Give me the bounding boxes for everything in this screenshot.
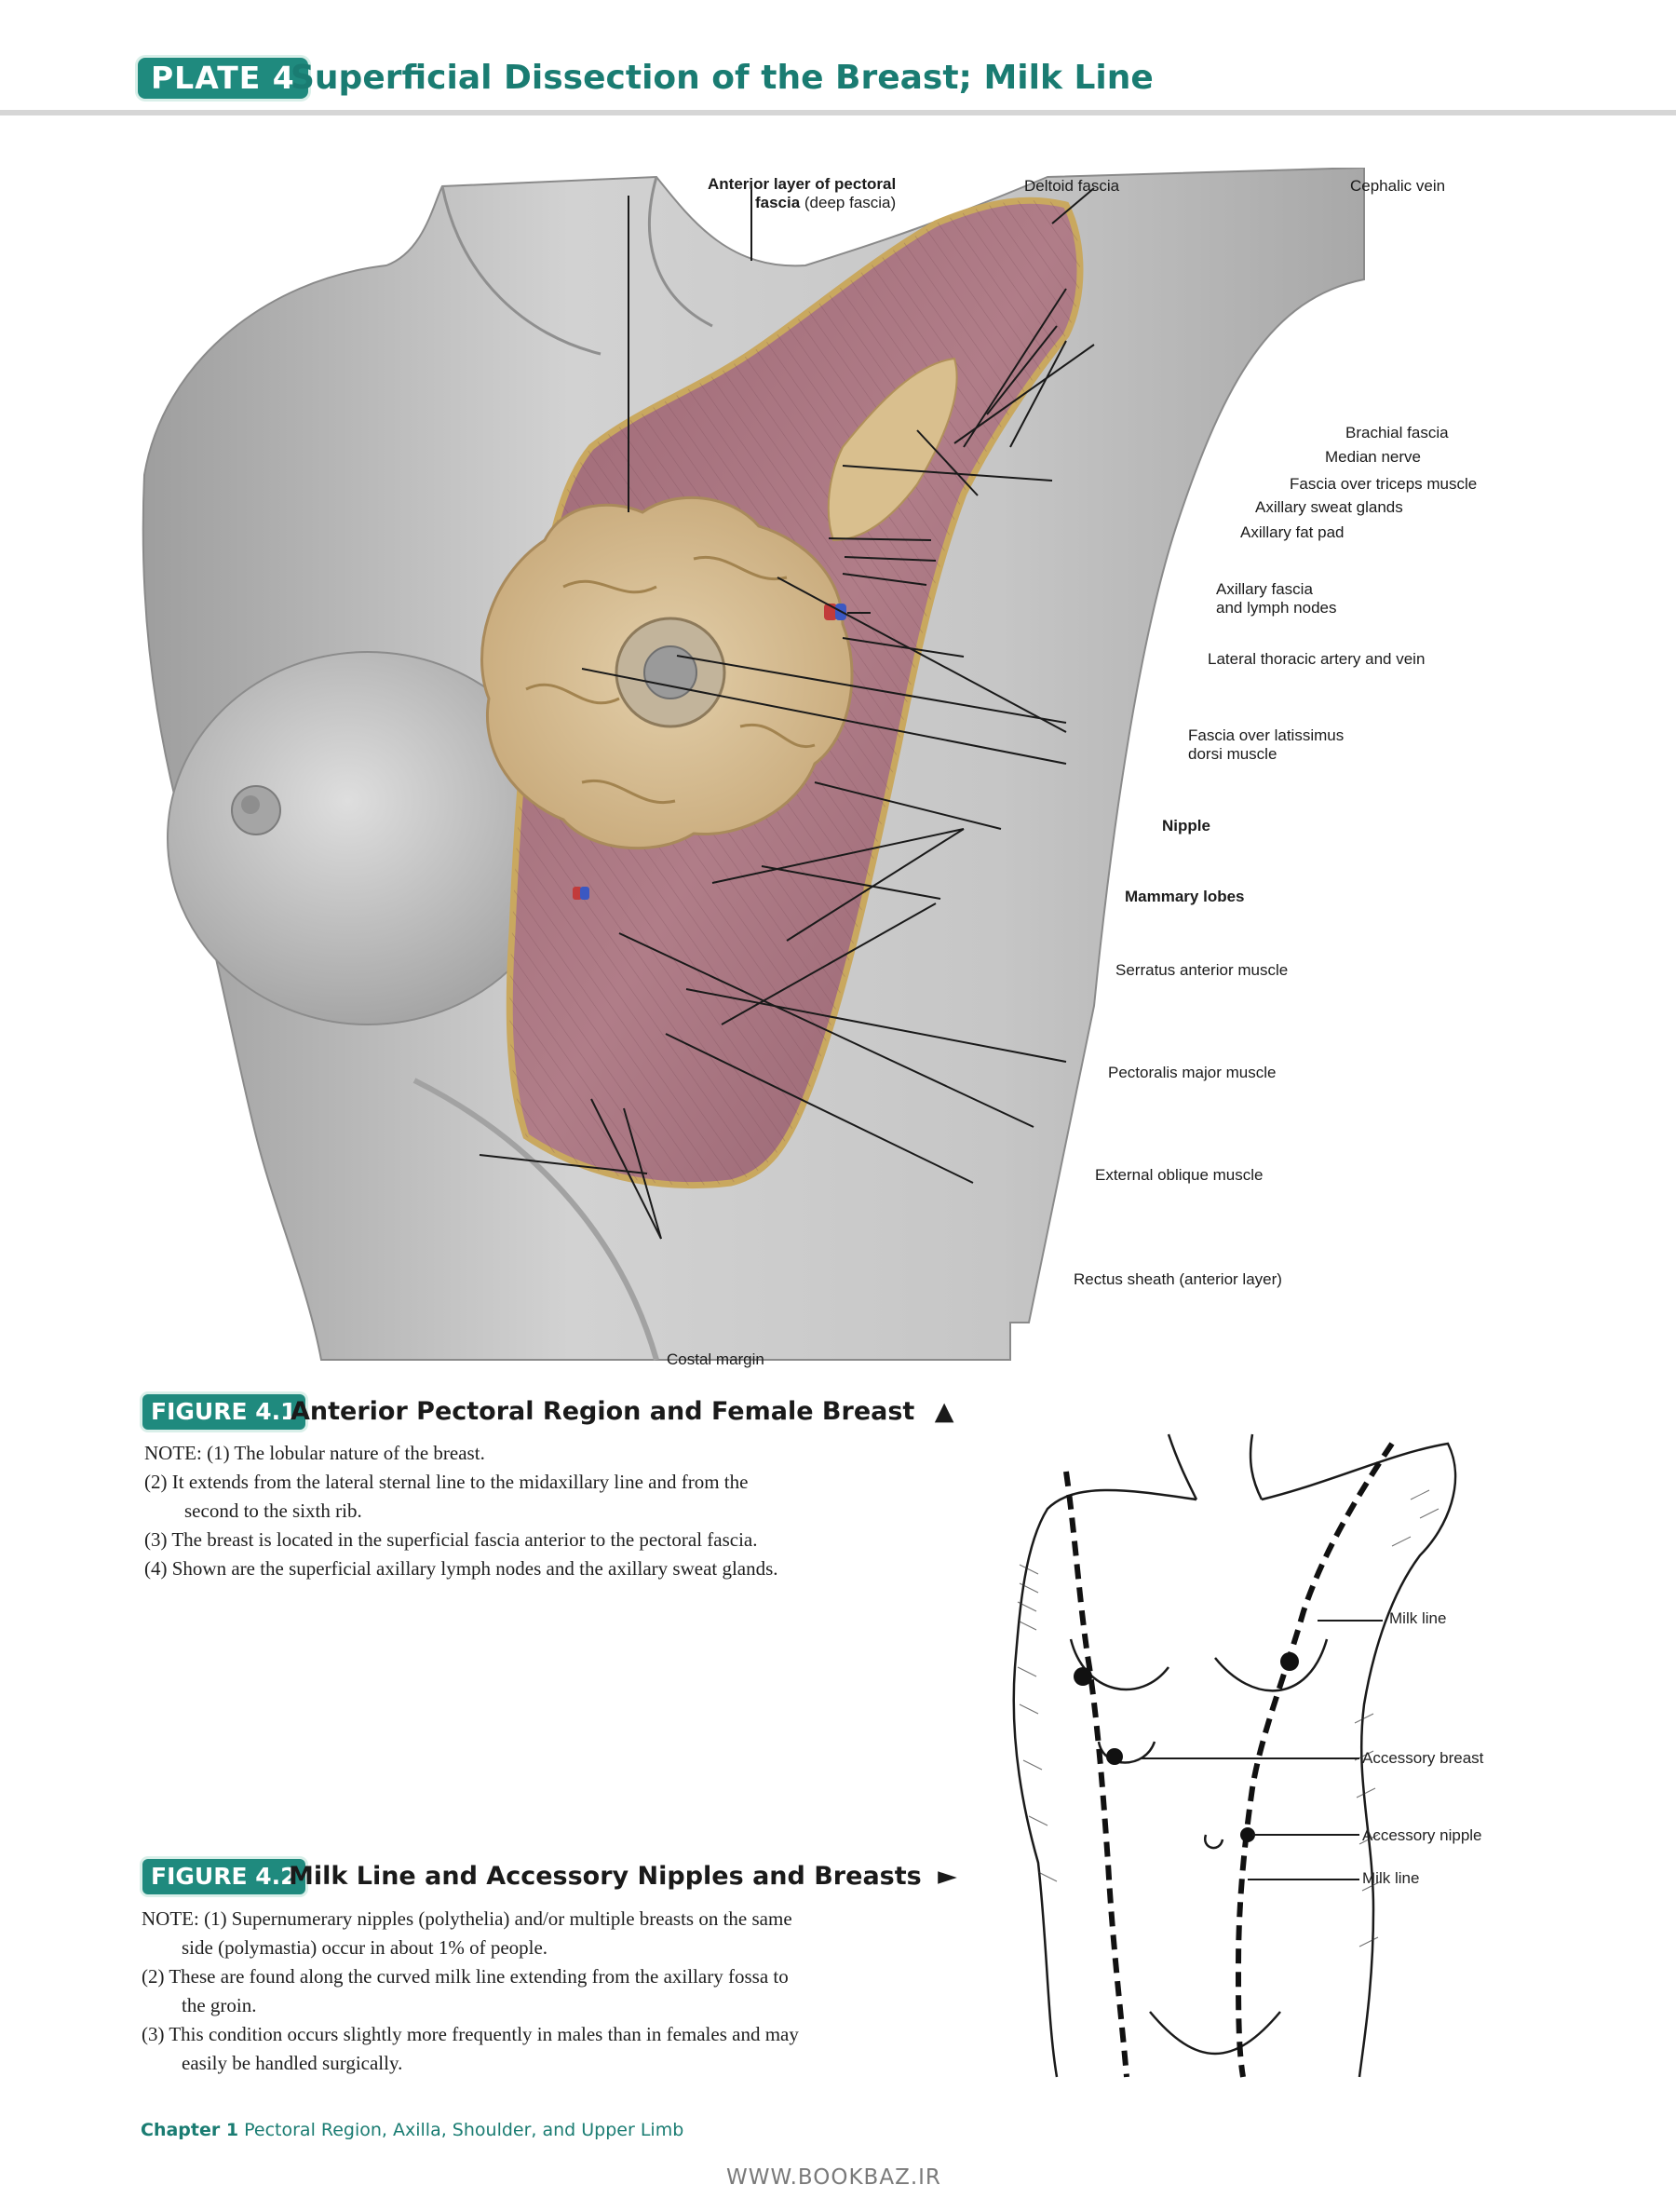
note-line: (3) This condition occurs slightly more … xyxy=(142,2023,799,2045)
axillary-fat-pad xyxy=(827,357,958,542)
breast-left xyxy=(1069,1638,1169,1691)
nipple xyxy=(643,645,697,699)
note-line: the groin. xyxy=(182,1994,257,2016)
figure-4-1-notes: NOTE: (1) The lobular nature of the brea… xyxy=(144,1439,778,1583)
label-deltoid-fascia: Deltoid fascia xyxy=(1024,177,1120,195)
note-line: side (polymastia) occur in about 1% of p… xyxy=(182,1936,548,1959)
note-line: second to the sixth rib. xyxy=(184,1500,362,1522)
label-brachial-fascia: Brachial fascia xyxy=(1345,424,1449,441)
label-nipple: Nipple xyxy=(1162,817,1210,835)
label-milk-line-top: Milk line xyxy=(1389,1609,1447,1627)
label-accessory-nipple: Accessory nipple xyxy=(1362,1826,1482,1844)
neck-fold xyxy=(440,185,601,356)
breast-right xyxy=(1214,1638,1329,1692)
header-divider xyxy=(0,110,1676,115)
figure-4-1-illustration xyxy=(142,168,1365,1361)
label-fascia-triceps: Fascia over triceps muscle xyxy=(1290,475,1478,493)
leader-lines xyxy=(479,186,1095,1240)
navel xyxy=(1203,1834,1224,1850)
label-axillary-fat-pad: Axillary fat pad xyxy=(1240,523,1345,541)
footer-chapter: Chapter 1 Pectoral Region, Axilla, Shoul… xyxy=(141,2120,684,2140)
label-fascia-latissimus: Fascia over latissimus dorsi muscle xyxy=(1188,726,1345,763)
label-costal-margin: Costal margin xyxy=(667,1350,764,1368)
note-line: NOTE: (1) The lobular nature of the brea… xyxy=(144,1442,485,1464)
figure-4-1-badge: FIGURE 4.1 xyxy=(142,1394,305,1430)
label-mammary-lobes: Mammary lobes xyxy=(1125,888,1245,905)
abdomen-shade xyxy=(412,1078,659,1361)
right-arrow-icon: ► xyxy=(938,1862,957,1891)
label-accessory-breast: Accessory breast xyxy=(1362,1749,1484,1767)
neck-fold xyxy=(648,176,713,328)
lobe-lines xyxy=(525,555,816,805)
up-arrow-icon: ▲ xyxy=(934,1397,954,1426)
label-axillary-sweat-glands: Axillary sweat glands xyxy=(1255,498,1403,516)
nipple-left xyxy=(1074,1667,1092,1686)
label-serratus-anterior: Serratus anterior muscle xyxy=(1115,961,1289,979)
label-pectoralis-major: Pectoralis major muscle xyxy=(1108,1064,1277,1081)
label-median-nerve: Median nerve xyxy=(1325,448,1422,466)
label-cephalic-vein: Cephalic vein xyxy=(1350,177,1446,195)
watermark: WWW.BOOKBAZ.IR xyxy=(726,2165,941,2190)
note-line: (3) The breast is located in the superfi… xyxy=(144,1528,758,1551)
artery-marker xyxy=(573,887,582,900)
note-line: easily be handled surgically. xyxy=(182,2052,403,2074)
leader-lines xyxy=(1141,1620,1383,1880)
label-external-oblique: External oblique muscle xyxy=(1095,1166,1264,1184)
figure-4-2-badge: FIGURE 4.2 xyxy=(142,1859,305,1894)
label-rectus-sheath: Rectus sheath (anterior layer) xyxy=(1074,1270,1282,1288)
note-line: (2) It extends from the lateral sternal … xyxy=(144,1471,749,1493)
figure-4-2-title: Milk Line and Accessory Nipples and Brea… xyxy=(289,1862,957,1891)
label-milk-line-bottom: Milk line xyxy=(1362,1869,1420,1887)
milk-line-right xyxy=(1235,1442,1395,2078)
note-line: (2) These are found along the curved mil… xyxy=(142,1965,789,1988)
neck-line xyxy=(1167,1433,1198,1500)
milk-line-left xyxy=(1063,1471,1129,2078)
figure-4-1-title: Anterior Pectoral Region and Female Brea… xyxy=(291,1397,954,1426)
plate-badge: PLATE 4 xyxy=(138,58,308,99)
neck-line xyxy=(1249,1433,1264,1500)
label-axillary-fascia: Axillary fascia and lymph nodes xyxy=(1216,580,1337,617)
pelvis-line xyxy=(1149,2011,1281,2056)
label-anterior-layer-pectoral-fascia: Anterior layer of pectoral fascia (deep … xyxy=(708,175,897,211)
page-title: Superficial Dissection of the Breast; Mi… xyxy=(291,59,1154,97)
left-nipple-tip xyxy=(241,795,260,814)
accessory-nipple xyxy=(1240,1827,1255,1842)
figure-4-2-illustration xyxy=(1012,1433,1457,2078)
torso-right-edge xyxy=(1261,1442,1457,2078)
torso-left-edge xyxy=(1012,1488,1197,2078)
vein-marker xyxy=(580,887,589,900)
nipple-right xyxy=(1280,1652,1299,1671)
label-lateral-thoracic: Lateral thoracic artery and vein xyxy=(1208,650,1426,668)
accessory-breast-nipple xyxy=(1106,1748,1123,1765)
note-line: NOTE: (1) Supernumerary nipples (polythe… xyxy=(142,1907,792,1930)
figure-4-2-notes: NOTE: (1) Supernumerary nipples (polythe… xyxy=(142,1905,799,2078)
note-line: (4) Shown are the superficial axillary l… xyxy=(144,1557,778,1580)
